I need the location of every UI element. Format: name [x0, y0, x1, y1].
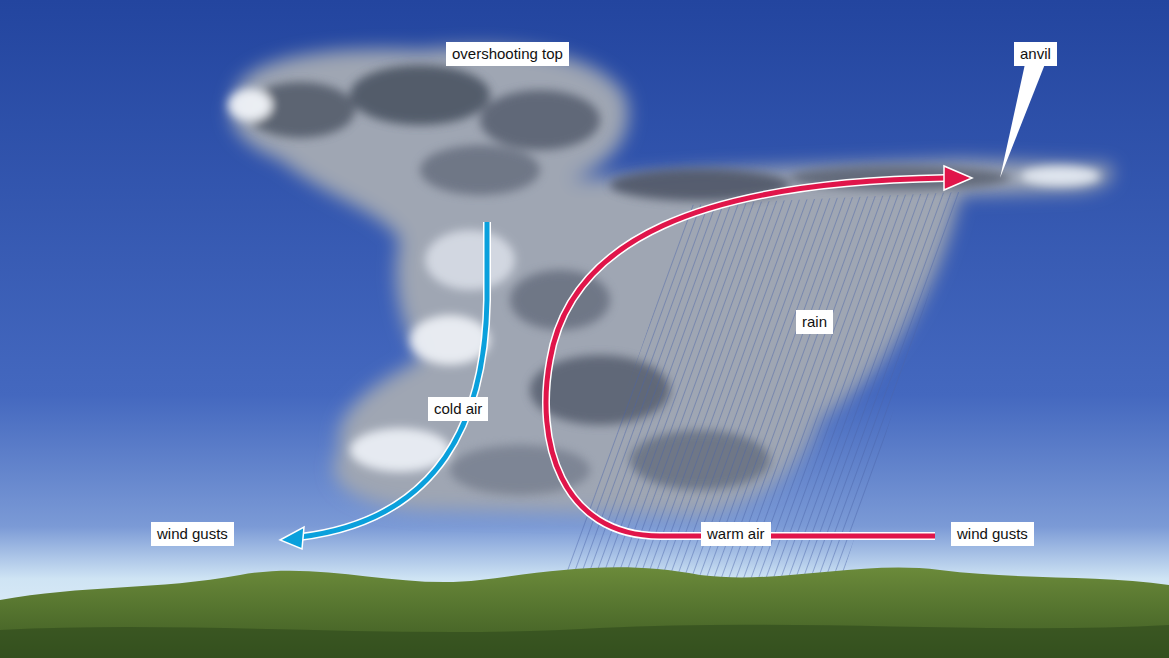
callout-label: warm air	[701, 522, 771, 546]
callout-label: wind gusts	[151, 522, 234, 546]
callout-label: wind gusts	[951, 522, 1034, 546]
callout-label: cold air	[428, 397, 488, 421]
callout-label: anvil	[1014, 42, 1057, 66]
callout-label: rain	[796, 310, 833, 334]
callout-label: overshooting top	[446, 42, 569, 66]
